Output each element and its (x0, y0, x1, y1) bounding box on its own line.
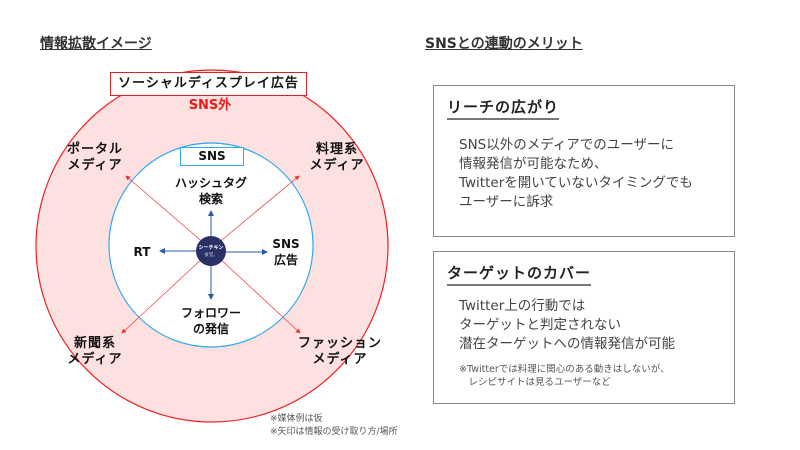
panel-title: リーチの広がり (447, 96, 560, 120)
panel-target-cover: ターゲットのカバー Twitter上の行動では ターゲットと判定されない 潜在タ… (433, 251, 735, 404)
panel-body: SNS以外のメディアでのユーザーに 情報発信が可能なため、 Twitterを開い… (459, 136, 693, 212)
footnotes: ※媒体例は仮 ※矢印は情報の受け取り方/場所 (270, 413, 398, 439)
arrow-portal (125, 175, 206, 245)
logo-text-2: 食堂。 (204, 251, 218, 258)
panel-note: ※Twitterでは料理に関心のある動きはしないが、 レシピサイトは見るユーザー… (459, 363, 670, 389)
body-line: Twitterを開いていないタイミングでも (459, 175, 693, 191)
body-line: ユーザーに訴求 (459, 194, 554, 210)
label-line: 検索 (198, 192, 223, 206)
body-line: 情報発信が可能なため、 (459, 156, 608, 172)
news-media-label: 新聞系メディア (55, 336, 135, 368)
brand-logo (196, 236, 226, 266)
label-line: ファッション (297, 336, 382, 351)
label-line: メディア (312, 352, 368, 367)
rt-label: RT (133, 245, 151, 259)
sns-ad-label: SNS 広告 (268, 236, 304, 268)
label-line: フォロワー (180, 306, 241, 320)
follower-post-label: フォロワーの発信 (170, 305, 252, 337)
label-line: 広告 (273, 253, 298, 267)
body-line: ターゲットと判定されない (459, 317, 621, 333)
panel-title: ターゲットのカバー (447, 262, 592, 286)
logo-text-1: シーチキン (199, 245, 224, 251)
label-line: ハッシュタグ (174, 176, 247, 190)
sns-box: SNS (180, 147, 244, 166)
panel-reach: リーチの広がり SNS以外のメディアでのユーザーに 情報発信が可能なため、 Tw… (433, 85, 735, 237)
label-line: メディア (309, 158, 365, 173)
label-line: SNS (272, 237, 300, 251)
diffusion-diagram: シーチキン 食堂。 (35, 69, 389, 423)
label-line: 新聞系 (73, 336, 116, 351)
label-line: メディア (67, 158, 123, 173)
label-line: の発信 (192, 322, 229, 336)
label-line: 料理系 (315, 142, 358, 157)
footnote: ※媒体例は仮 (270, 414, 323, 424)
hashtag-search-label: ハッシュタグ検索 (170, 175, 252, 207)
arrow-cooking (216, 175, 300, 245)
arrow-fashion (216, 255, 301, 334)
footnote: ※矢印は情報の受け取り方/場所 (270, 427, 398, 437)
merits-heading: SNSとの連動のメリット (425, 36, 583, 52)
outside-sns-label: SNS外 (188, 98, 232, 113)
social-display-ad-box: ソーシャルディスプレイ広告 (110, 72, 307, 96)
body-line: Twitter上の行動では (459, 298, 586, 314)
note-line: レシピサイトは見るユーザーなど (459, 377, 611, 388)
note-line: ※Twitterでは料理に関心のある動きはしないが、 (459, 364, 670, 375)
body-line: 潜在ターゲットへの情報発信が可能 (459, 336, 675, 352)
label-line: ポータル (66, 142, 123, 157)
label-line: メディア (67, 352, 123, 367)
portal-media-label: ポータルメディア (55, 142, 135, 174)
body-line: SNS以外のメディアでのユーザーに (459, 137, 675, 153)
fashion-media-label: ファッションメディア (290, 336, 390, 368)
panel-body: Twitter上の行動では ターゲットと判定されない 潜在ターゲットへの情報発信… (459, 297, 675, 354)
diagram-heading: 情報拡散イメージ (40, 36, 152, 52)
arrow-news (121, 255, 206, 334)
cooking-media-label: 料理系メディア (297, 142, 377, 174)
